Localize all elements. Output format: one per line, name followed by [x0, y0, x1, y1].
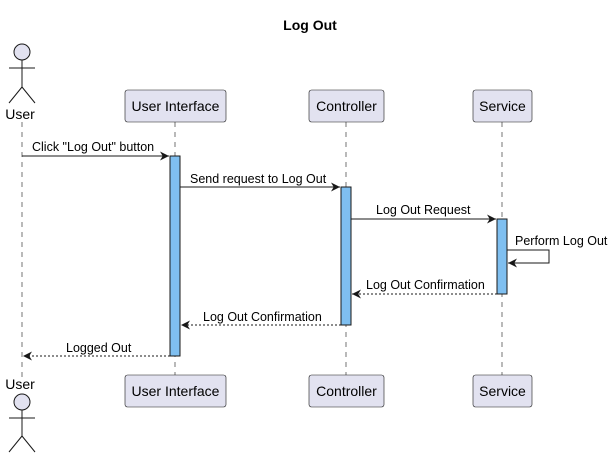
participant-label-service-bottom: Service [479, 383, 526, 399]
message-label-log-out-confirmation-2: Log Out Confirmation [203, 310, 322, 324]
actor-head-icon [13, 43, 31, 61]
participant-label-user-interface-top: User Interface [132, 98, 220, 114]
activation-controller [340, 186, 352, 326]
actor-user-bottom-label: User [5, 376, 35, 392]
activation-user-interface [169, 155, 181, 357]
participant-label-service-top: Service [479, 98, 526, 114]
diagram-title: Log Out [283, 17, 337, 33]
message-label-perform-log-out: Perform Log Out [515, 234, 608, 248]
participant-box-controller-bottom [308, 374, 385, 408]
message-label-send-request: Send request to Log Out [190, 172, 327, 186]
participant-label-controller-top: Controller [316, 98, 377, 114]
actor-user-top [8, 43, 36, 104]
actor-user-bottom [8, 393, 36, 453]
activation-service [496, 218, 508, 295]
participant-box-service-bottom [472, 374, 533, 408]
message-label-log-out-request: Log Out Request [376, 203, 471, 217]
actor-head-icon [13, 393, 31, 411]
message-label-log-out-confirmation-1: Log Out Confirmation [366, 278, 485, 292]
participant-box-service-top [472, 89, 533, 123]
message-label-click-log-out: Click "Log Out" button [32, 140, 154, 154]
participant-box-controller-top [308, 89, 385, 123]
participant-label-user-interface-bottom: User Interface [132, 383, 220, 399]
message-arrow-perform-log-out [507, 249, 550, 268]
message-label-logged-out: Logged Out [66, 341, 132, 355]
participant-label-controller-bottom: Controller [316, 383, 377, 399]
actor-user-top-label: User [5, 106, 35, 122]
participant-box-user-interface-bottom [124, 374, 227, 408]
participant-box-user-interface-top [124, 89, 227, 123]
